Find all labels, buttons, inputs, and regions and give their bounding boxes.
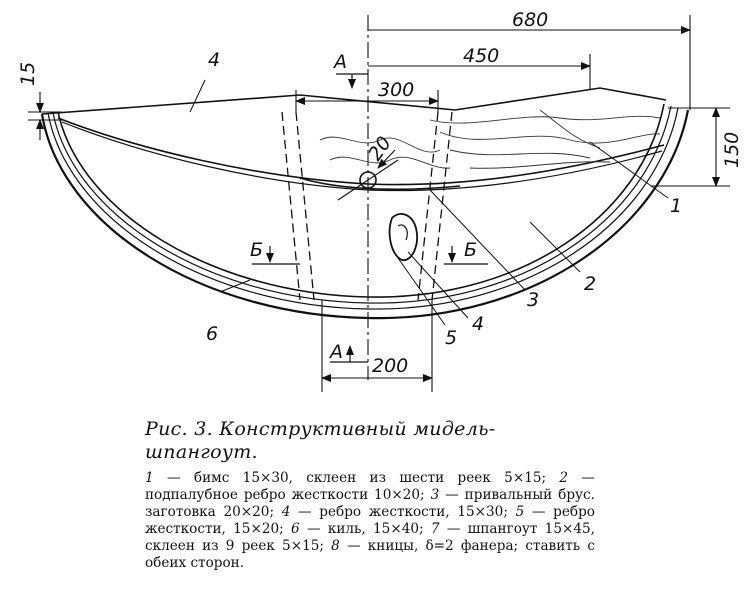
legend-number: 8 (331, 538, 340, 554)
part-label-3: 3 (527, 289, 539, 311)
caption-title: Рис. 3. Конструктивный мидель-шпангоут. (145, 418, 496, 463)
legend-text: — киль, 15×40; (299, 521, 431, 537)
section-a-marks (330, 73, 368, 363)
part-label-6: 6 (206, 323, 218, 345)
midship-frame-drawing: 680 450 300 200 150 15 20 (17, 9, 743, 392)
legend-number: 7 (430, 521, 440, 537)
figure-caption: Рис. 3. Конструктивный мидель-шпангоут. … (145, 418, 595, 572)
rib-element-5 (388, 213, 418, 261)
legend-number: 4 (281, 504, 291, 520)
dim-450 (368, 54, 591, 90)
section-b-marks (252, 246, 488, 265)
dim-15-label: 15 (17, 62, 39, 86)
section-a-top: А (332, 51, 347, 73)
caption-legend: 1 — бимс 15×30, склеен из шести реек 5×1… (145, 470, 595, 572)
beam (57, 117, 665, 192)
legend-text: — привальный брус. заготовка 20×20; (145, 487, 595, 520)
legend-number: 6 (291, 521, 300, 537)
dim-150 (650, 107, 730, 187)
dim-150-label: 150 (721, 132, 743, 168)
part-label-4-top: 4 (208, 49, 220, 71)
dim-300-label: 300 (378, 79, 414, 101)
section-b-right: Б (464, 239, 477, 261)
dim-20 (377, 149, 396, 169)
dim-300 (295, 90, 439, 112)
part-label-2: 2 (584, 273, 596, 295)
part-label-1: 1 (670, 195, 682, 217)
dim-20-label: 20 (364, 132, 396, 164)
dim-200 (321, 300, 433, 392)
stiffeners (281, 111, 453, 301)
legend-number: 3 (430, 487, 440, 503)
legend-text: — бимс 15×30, склеен из шести реек 5×15; (153, 470, 560, 486)
wood-grain (319, 109, 661, 169)
dim-680-label: 680 (512, 9, 548, 31)
part-label-5: 5 (445, 327, 457, 349)
dim-450-label: 450 (463, 45, 499, 67)
section-a-bottom: А (328, 341, 343, 363)
legend-text: — кницы, δ=2 фанера; ставить с обеих сто… (145, 538, 595, 571)
dim-200-label: 200 (372, 355, 408, 377)
legend-text: — шпангоут 15×45, склеен из 9 реек 5×15; (145, 521, 595, 554)
section-b-left: Б (250, 239, 263, 261)
legend-number: 2 (559, 470, 569, 486)
legend-number: 5 (515, 504, 525, 520)
leaders (189, 79, 669, 326)
dim-15 (28, 92, 62, 140)
legend-text: — ребро жесткости, 15×30; (290, 504, 516, 520)
deck-line (41, 87, 667, 115)
legend-text: — ребро жесткости, 15×20; (145, 504, 595, 537)
legend-text: — подпалубное ребро жесткости 10×20; (145, 470, 596, 503)
legend-number: 1 (145, 470, 154, 486)
dim-680 (368, 15, 691, 110)
center-hole (337, 159, 399, 201)
part-label-4-bottom: 4 (472, 313, 484, 335)
